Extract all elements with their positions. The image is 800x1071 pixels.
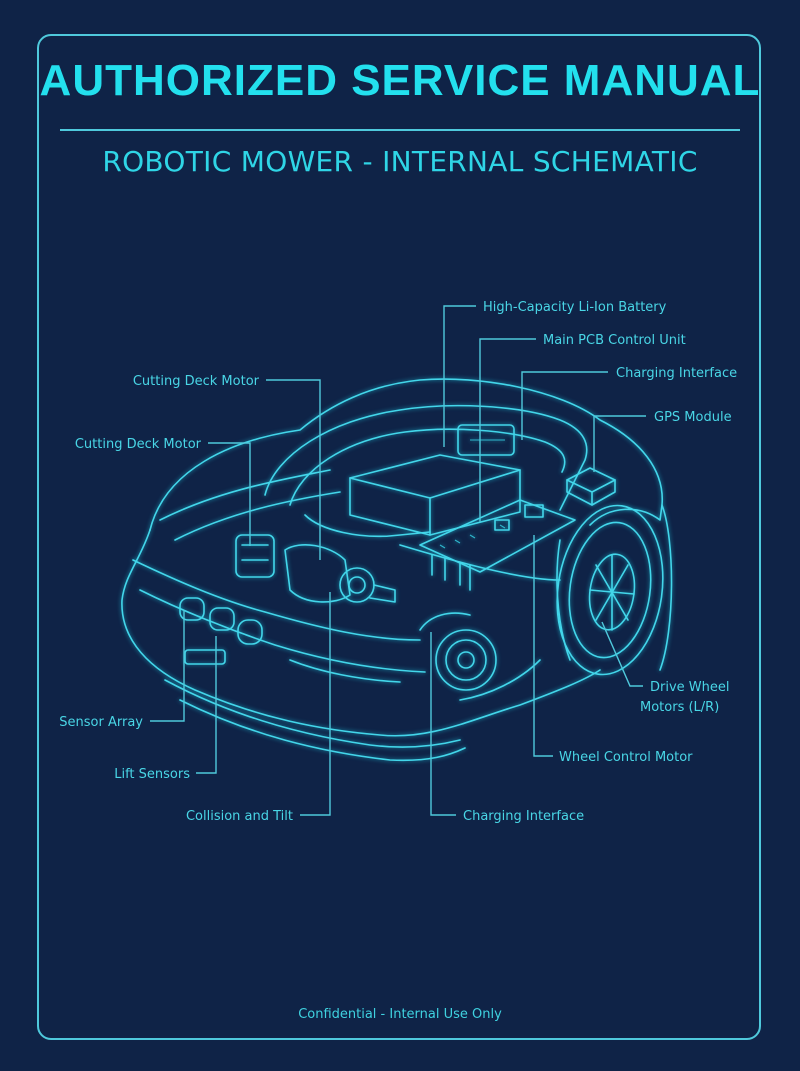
- label-gps: GPS Module: [654, 410, 732, 425]
- leader-lines: [150, 305, 646, 816]
- label-drive-wheel-2: Motors (L/R): [640, 700, 719, 715]
- manual-frame-border: [37, 34, 761, 1040]
- label-cutting-motor-1: Cutting Deck Motor: [133, 374, 260, 389]
- leader-sensor-array: [150, 610, 185, 722]
- leader-collision-tilt: [300, 592, 331, 816]
- label-sensor-array: Sensor Array: [59, 715, 143, 730]
- label-drive-wheel-1: Drive Wheel: [650, 680, 730, 695]
- label-charging-top: Charging Interface: [616, 366, 737, 381]
- leader-battery: [443, 305, 476, 447]
- leader-drive-wheel: [601, 621, 643, 687]
- leader-pcb: [479, 338, 536, 522]
- leader-cutting-motor-2: [208, 442, 251, 546]
- leader-charging-bottom: [430, 632, 456, 816]
- page-title: AUTHORIZED SERVICE MANUAL: [39, 56, 761, 105]
- label-lift-sensors: Lift Sensors: [114, 767, 190, 782]
- leader-wheel-control: [533, 535, 553, 757]
- leader-lift-sensors: [196, 636, 217, 774]
- title-divider: [60, 129, 740, 131]
- label-pcb: Main PCB Control Unit: [543, 333, 686, 348]
- label-wheel-control: Wheel Control Motor: [559, 750, 693, 765]
- label-collision-tilt: Collision and Tilt: [186, 809, 293, 824]
- leader-gps: [593, 415, 646, 472]
- mower-illustration: [121, 378, 673, 762]
- label-cutting-motor-2: Cutting Deck Motor: [75, 437, 202, 452]
- page-subtitle: ROBOTIC MOWER - INTERNAL SCHEMATIC: [102, 145, 698, 178]
- confidential-note: Confidential - Internal Use Only: [298, 1007, 502, 1022]
- label-charging-bottom: Charging Interface: [463, 809, 584, 824]
- label-battery: High-Capacity Li-Ion Battery: [483, 300, 667, 315]
- leader-charging-top: [521, 371, 608, 440]
- leader-cutting-motor-1: [266, 379, 321, 560]
